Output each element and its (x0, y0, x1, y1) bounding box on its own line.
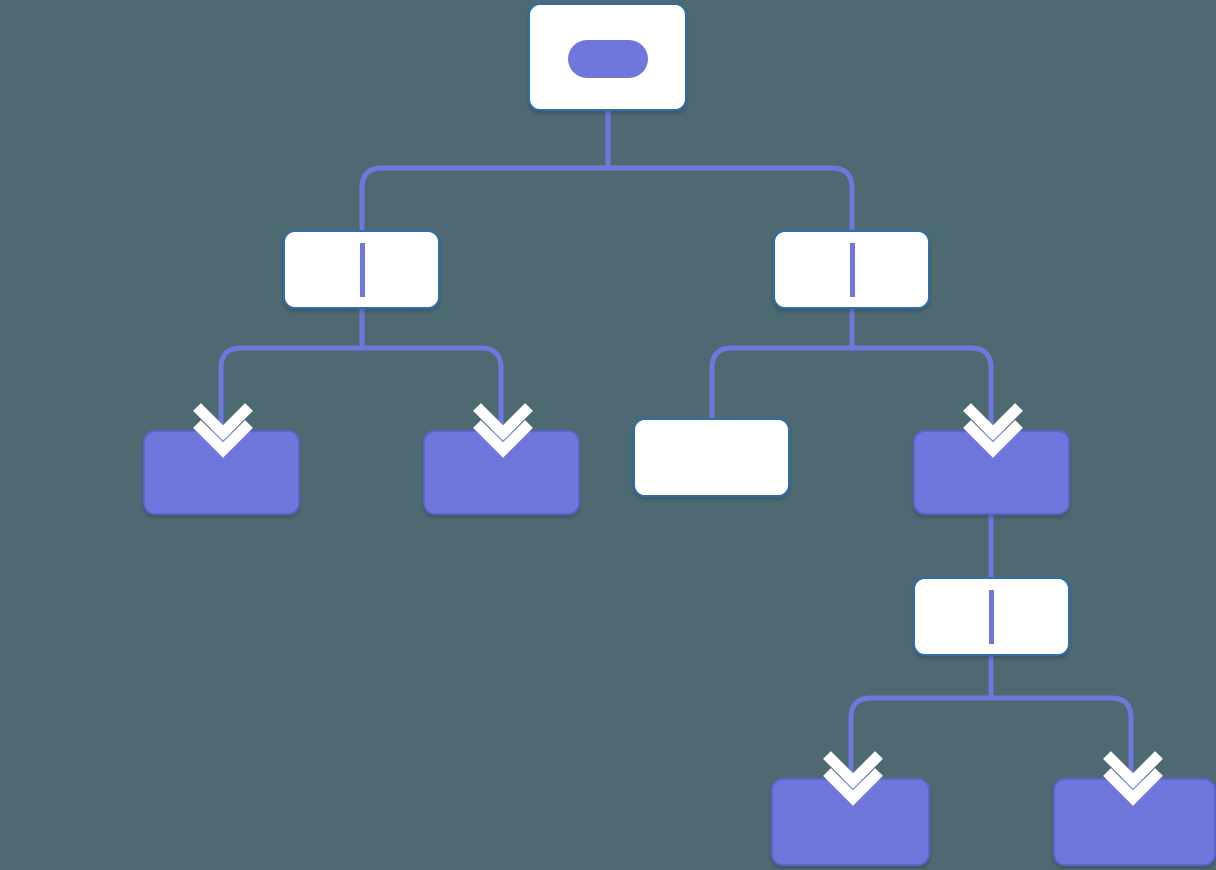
edge-passthrough-p1 (360, 243, 365, 297)
tree-node-n5[interactable] (423, 430, 580, 515)
tree-node-n1[interactable] (528, 3, 687, 111)
edge-e8 (848, 656, 994, 778)
edge-e2 (605, 111, 855, 230)
tree-node-n10[interactable] (1053, 778, 1216, 866)
connector-edges (218, 60, 1134, 778)
root-node-pill (568, 40, 648, 78)
edge-passthrough-p2 (850, 243, 855, 297)
edge-e1 (359, 111, 611, 230)
tree-node-n6[interactable] (633, 418, 790, 497)
edge-e4 (359, 309, 504, 430)
edge-e6 (849, 309, 994, 430)
edge-e3 (218, 309, 365, 430)
tree-node-n9[interactable] (771, 778, 930, 866)
edge-e5 (709, 309, 855, 418)
tree-node-n7[interactable] (913, 430, 1070, 515)
edge-passthrough-p3 (989, 590, 994, 644)
tree-node-n4[interactable] (143, 430, 300, 515)
edge-e9 (988, 656, 1134, 778)
